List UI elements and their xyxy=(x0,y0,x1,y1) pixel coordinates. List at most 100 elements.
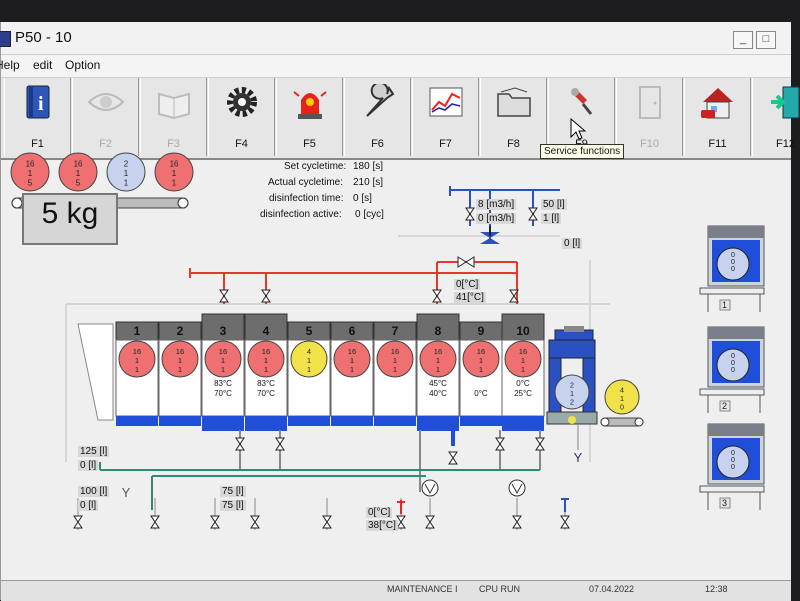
water-level xyxy=(460,416,502,426)
horizontal-valve-icon[interactable] xyxy=(457,256,475,268)
compartment-bag[interactable] xyxy=(462,340,500,378)
compartment-bag[interactable] xyxy=(419,340,457,378)
compartment-number: 6 xyxy=(349,324,356,338)
drain-valve-icon[interactable] xyxy=(275,437,285,451)
hot-valve-icon[interactable] xyxy=(261,289,271,303)
bottom-valve-icon[interactable] xyxy=(210,515,220,529)
set-cycletime-value: 180 [s] xyxy=(353,161,384,172)
compartment-bag[interactable] xyxy=(376,340,414,378)
compartment-bag[interactable] xyxy=(118,340,156,378)
bottom-valve-icon[interactable] xyxy=(396,515,406,529)
drain-valve-icon[interactable] xyxy=(495,437,505,451)
maximize-button[interactable]: □ xyxy=(756,31,776,49)
dryer-number: 2 xyxy=(722,401,727,411)
bag-label: 1 xyxy=(521,365,525,374)
hot-valve-icon[interactable] xyxy=(219,289,229,303)
menu-option[interactable]: Option xyxy=(65,58,101,72)
bag-label: 1 xyxy=(178,356,182,365)
compartment-bag[interactable] xyxy=(290,340,328,378)
compartment-bag[interactable] xyxy=(333,340,371,378)
flow-volume-2: 1 [l] xyxy=(541,213,562,224)
window-title: P50 - 10 xyxy=(15,29,72,46)
toolbar-button-f3[interactable]: F3 xyxy=(140,78,207,156)
exit-icon xyxy=(771,86,800,119)
temp-setpoint: 40°C xyxy=(429,389,447,398)
toolbar-button-f7[interactable]: F7 xyxy=(412,78,479,156)
minimize-button[interactable]: _ xyxy=(733,31,753,49)
press-unit[interactable]: 212 xyxy=(546,326,598,425)
bottom-valve-icon[interactable] xyxy=(150,515,160,529)
hot-valve-icon[interactable] xyxy=(432,289,442,303)
press-outlet-icon: Y xyxy=(574,450,583,465)
bottom-valve-icon[interactable] xyxy=(425,515,435,529)
compartment-bag[interactable] xyxy=(504,340,542,378)
exit-conveyor: 410 xyxy=(600,379,644,427)
exit-bag[interactable] xyxy=(604,379,640,415)
bottom-valve-icon[interactable] xyxy=(73,515,83,529)
queue-bag[interactable] xyxy=(154,152,194,192)
hot-valve-icon[interactable] xyxy=(509,289,519,303)
bag-label: 1 xyxy=(479,356,483,365)
toolbar-button-f8[interactable]: F8 xyxy=(480,78,547,156)
bottom-valve-icon[interactable] xyxy=(322,515,332,529)
bag-label: 1 xyxy=(393,356,397,365)
compartment-header xyxy=(416,313,460,341)
dosing-pump-icon[interactable] xyxy=(480,226,500,244)
menu-bar: Help edit Option xyxy=(0,55,791,78)
menu-edit[interactable]: edit xyxy=(33,58,53,72)
queue-bag[interactable] xyxy=(106,152,146,192)
queue-bag[interactable] xyxy=(10,152,50,192)
temp-actual: 83°C xyxy=(257,379,275,388)
bag-label: 1 xyxy=(221,365,225,374)
toolbar-button-f2[interactable]: F2 xyxy=(72,78,139,156)
compartment-bag[interactable] xyxy=(204,340,242,378)
application-window: P50 - 10 _ □ Help edit Option iF1F2F3F4F… xyxy=(0,22,800,601)
toolbar-button-f12[interactable]: F12 xyxy=(752,78,800,156)
drain-valve-icon[interactable] xyxy=(535,437,545,451)
drain-valve-icon[interactable] xyxy=(448,451,458,465)
toolbar-button-f5[interactable]: F5 xyxy=(276,78,343,156)
pump-icon[interactable] xyxy=(421,479,439,497)
compartment-bag[interactable] xyxy=(247,340,285,378)
bottom-valve-icon[interactable] xyxy=(560,515,570,529)
toolbar-button-f6[interactable]: F6 xyxy=(344,78,411,156)
cold-valve-icon[interactable] xyxy=(465,207,475,221)
bottom-valve-icon[interactable] xyxy=(250,515,260,529)
cold-valve-icon[interactable] xyxy=(528,207,538,221)
queue-bag[interactable] xyxy=(58,152,98,192)
toolbar-button-f11[interactable]: F11 xyxy=(684,78,751,156)
service-functions-tooltip: Service functions xyxy=(540,144,625,159)
bag-label: 1 xyxy=(570,390,574,398)
water-level xyxy=(417,416,459,431)
drain-valve-icon[interactable] xyxy=(235,437,245,451)
water-level xyxy=(288,416,330,426)
status-bar: MAINTENANCE I CPU RUN 07.04.2022 12:38 xyxy=(1,580,791,601)
pump-icon[interactable] xyxy=(508,479,526,497)
bag-label: 1 xyxy=(307,365,311,374)
bag-label: 16 xyxy=(348,347,356,356)
toolbar-button-f4[interactable]: F4 xyxy=(208,78,275,156)
water-level xyxy=(245,416,287,431)
bottom-valve-icon[interactable] xyxy=(512,515,522,529)
press-bag[interactable] xyxy=(554,374,590,410)
compartment-bag[interactable] xyxy=(161,340,199,378)
bag-label: 1 xyxy=(135,356,139,365)
toolbar-label: F10 xyxy=(640,138,659,150)
menu-help[interactable]: Help xyxy=(0,58,20,72)
toolbar-button-f10[interactable]: F10 xyxy=(616,78,683,156)
